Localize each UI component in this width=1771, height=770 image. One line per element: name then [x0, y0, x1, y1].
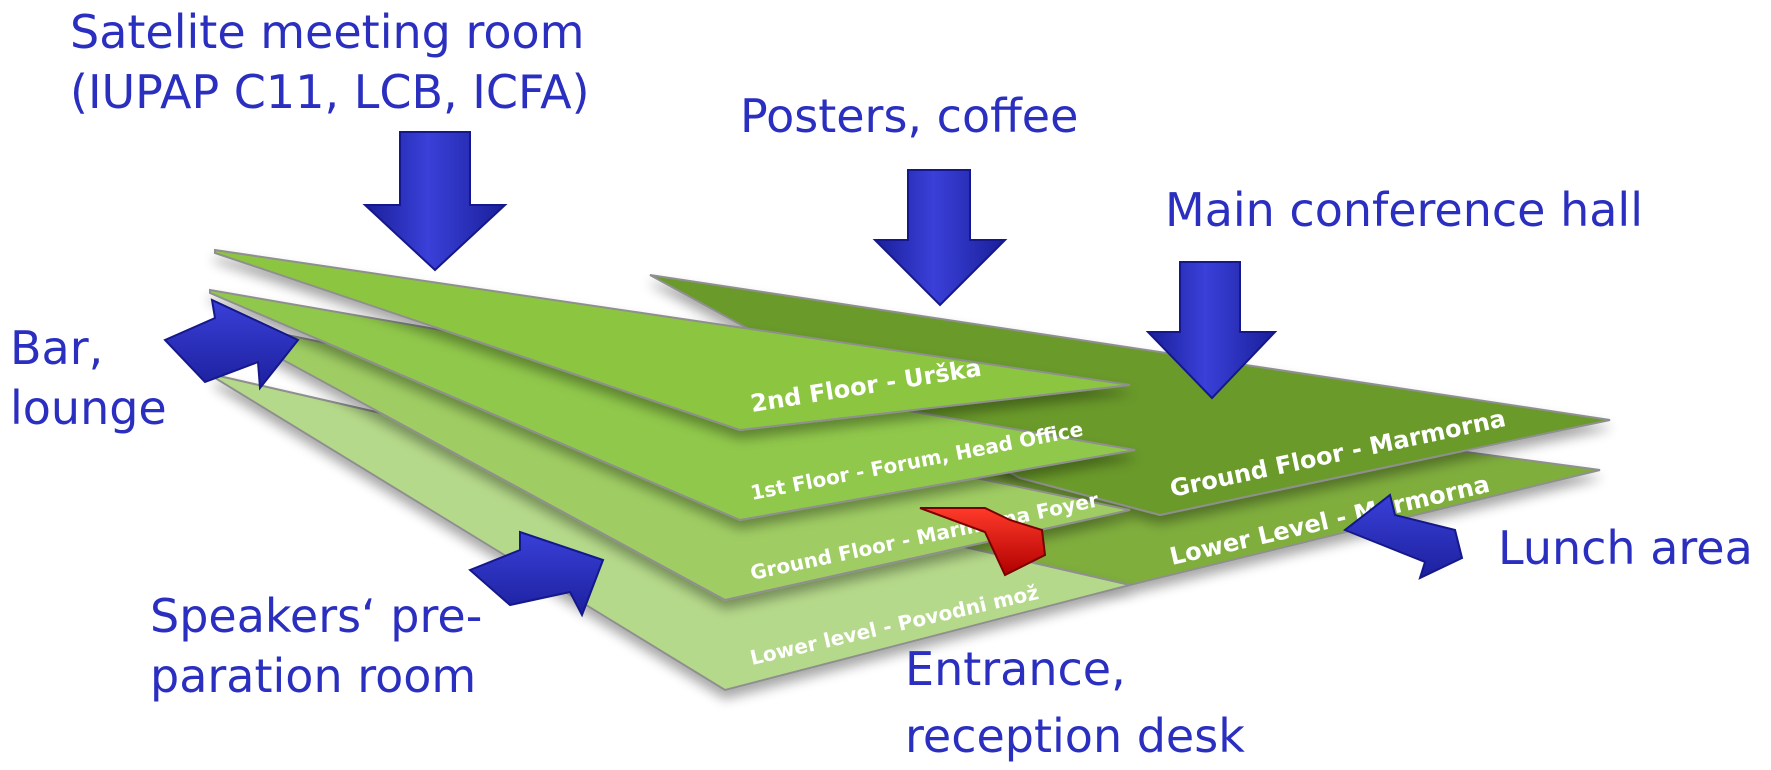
callout-entrance: Entrance,: [905, 632, 1126, 706]
down-arrow-icon-satellite: [362, 131, 508, 272]
down-arrow-icon-posters: [872, 169, 1008, 307]
right-arrow-icon-bar: [163, 298, 300, 391]
callout-bar-line2: lounge: [10, 381, 167, 435]
callout-posters-coffee: Posters, coffee: [740, 89, 1079, 143]
callout-speakers-line1: Speakers‘ pre-: [150, 589, 483, 643]
left-arrow-icon-lunch: [1343, 493, 1464, 580]
callout-speakers-line2: paration room: [150, 649, 477, 703]
callout-main-conference-hall: Main conference hall: [1165, 183, 1643, 237]
callout-speakers-room: Speakers‘ pre- paration room: [150, 586, 482, 706]
callout-entrance-line1: Entrance,: [905, 642, 1126, 696]
callout-reception-desk: reception desk: [905, 706, 1245, 766]
entrance-arrow-icon: [919, 507, 1047, 577]
right-arrow-icon-speakers: [468, 530, 605, 618]
callout-bar-line1: Bar,: [10, 321, 104, 375]
callout-lunch-area: Lunch area: [1498, 521, 1753, 575]
callout-satellite-line2: (IUPAP C11, LCB, ICFA): [70, 65, 590, 119]
down-arrow-icon-main-hall: [1145, 261, 1278, 400]
callout-entrance-line2: reception desk: [905, 709, 1245, 763]
callout-satellite-line1: Satelite meeting room: [70, 5, 585, 59]
callout-satellite-meeting-room: Satelite meeting room (IUPAP C11, LCB, I…: [70, 2, 590, 122]
floor-plane-second-floor: [214, 248, 1131, 432]
callout-bar-lounge: Bar, lounge: [10, 318, 167, 438]
